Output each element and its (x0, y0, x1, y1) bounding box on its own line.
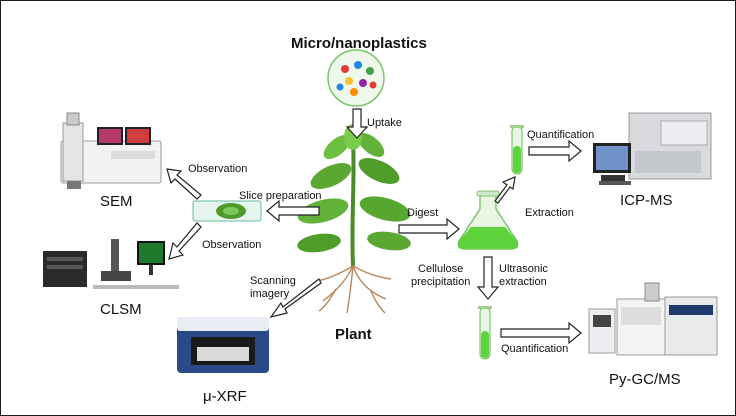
arrow-ultrasonic (476, 256, 500, 300)
plant-icon (297, 124, 411, 267)
roots-icon (316, 265, 392, 314)
microplastics-icon (327, 49, 385, 107)
icp-instrument-icon (593, 112, 712, 185)
arrow-observation-clsm (168, 222, 202, 260)
xrf-label: μ-XRF (203, 388, 247, 405)
arrow-scanning (269, 278, 322, 318)
digest-flask-icon (457, 190, 519, 250)
arrow-slice-prep (266, 199, 320, 223)
py-gc-ms-label: Py-GC/MS (609, 371, 681, 388)
slice-preparation-label: Slice preparation (239, 190, 322, 202)
arrows (166, 108, 582, 345)
microplastics-label: Micro/nanoplastics (291, 35, 427, 52)
scanning-imagery-label: Scanning imagery (250, 275, 296, 300)
observation-clsm-label: Observation (202, 239, 262, 251)
pygc-instrument-icon (588, 282, 718, 356)
sem-instrument-icon (60, 112, 162, 189)
precipitation-tube-icon (478, 306, 492, 360)
slice-slide-icon (192, 200, 262, 222)
sem-label: SEM (100, 193, 133, 210)
arrow-uptake (345, 108, 369, 139)
digest-label: Digest (407, 207, 439, 219)
plant-label: Plant (335, 326, 372, 343)
extraction-tube-icon (510, 125, 524, 175)
extraction-label: Extraction (525, 207, 574, 219)
uptake-label: Uptake (367, 117, 402, 129)
arrow-digest (398, 217, 460, 241)
clsm-instrument-icon (43, 239, 179, 289)
xrf-instrument-icon (177, 317, 269, 373)
arrow-quant-pygc (500, 321, 582, 345)
clsm-label: CLSM (100, 301, 142, 318)
arrow-extraction (494, 176, 516, 204)
ultrasonic-extraction-label: Ultrasonic extraction (499, 263, 548, 288)
arrow-quant-icp (528, 139, 582, 163)
quantification-icp-label: Quantification (527, 129, 595, 141)
icp-ms-label: ICP-MS (620, 192, 673, 209)
arrow-observation-sem (166, 168, 202, 200)
cellulose-precipitation-label: Cellulose precipitation (411, 263, 471, 288)
observation-sem-label: Observation (188, 163, 248, 175)
quantification-pygc-label: Quantification (501, 343, 569, 355)
